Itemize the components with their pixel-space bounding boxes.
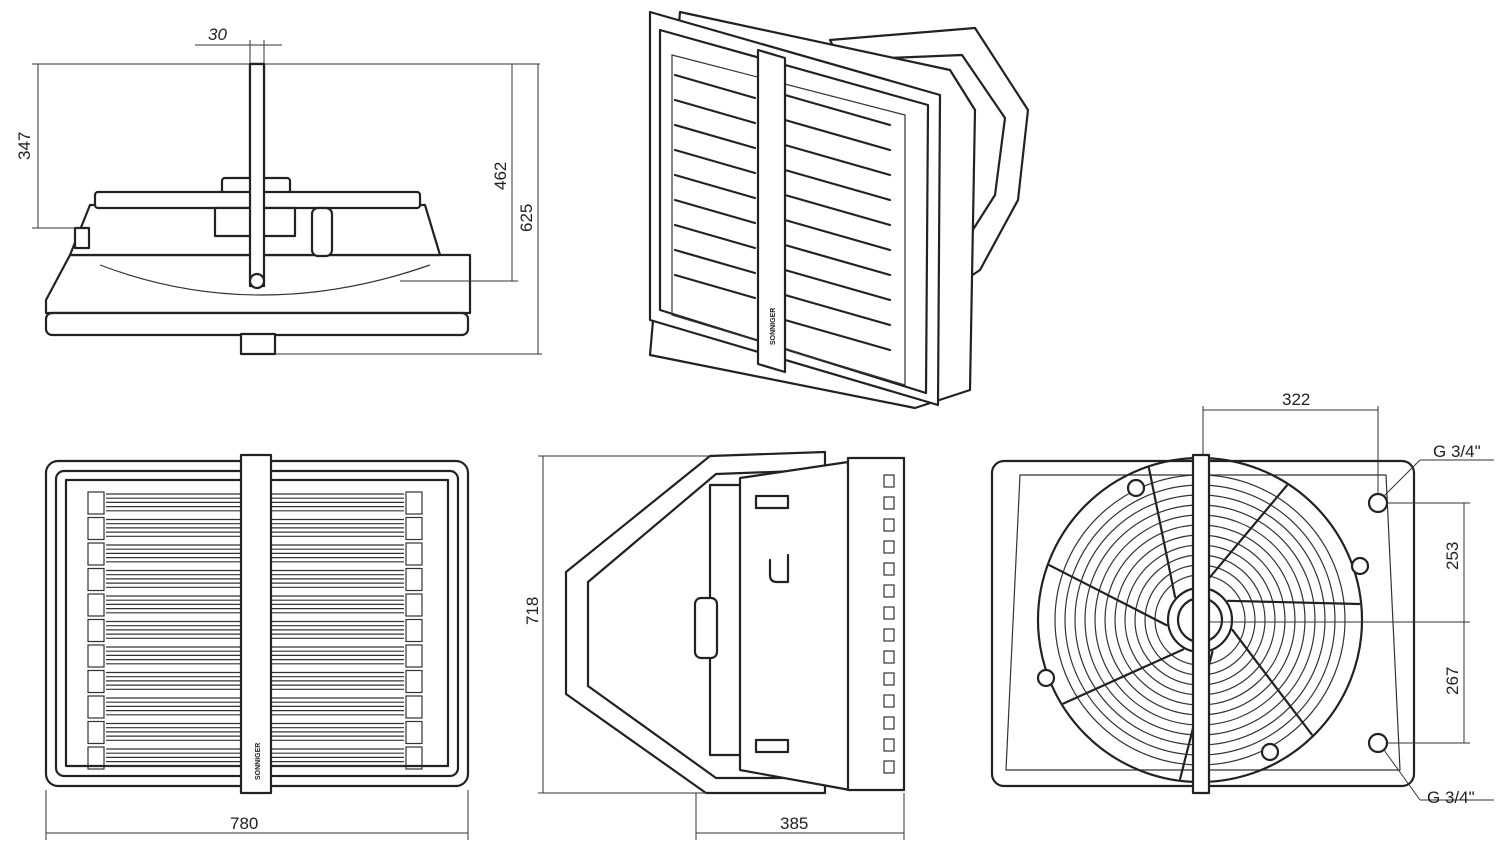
louvre-clip — [405, 644, 423, 668]
guard-spoke — [1201, 484, 1288, 588]
iso-louvres — [673, 73, 892, 352]
guard-spoke — [1226, 599, 1361, 606]
dim-pipe-offset: 30 — [208, 25, 227, 44]
louvre-clip — [405, 491, 423, 515]
grille-slot — [883, 738, 895, 752]
dim-front-width: 780 — [230, 814, 258, 833]
dim-back-spacing-upper: 253 — [1443, 542, 1462, 570]
label-connection-lower: G 3/4" — [1427, 788, 1475, 807]
front-center-bar — [239, 453, 273, 795]
top-view: 30 347 462 625 — [15, 25, 542, 356]
back-center-bar — [1191, 453, 1211, 795]
louvre-clip — [87, 542, 105, 566]
guard-spoke — [1231, 628, 1313, 736]
grille-slot — [883, 694, 895, 708]
dim-side-height: 718 — [523, 597, 542, 625]
grille-slot — [883, 606, 895, 620]
louvre-clip — [87, 567, 105, 592]
dim-back-spacing-lower: 267 — [1443, 667, 1462, 695]
grille-slot — [883, 518, 895, 532]
louvre-clip — [87, 516, 105, 541]
iso-brand-mark: SONNIGER — [770, 308, 777, 345]
louvre-clip — [87, 644, 105, 668]
louvre-clip — [405, 695, 423, 719]
grille-slot — [883, 716, 895, 730]
dim-top-height-total: 625 — [517, 204, 536, 232]
guard-spoke — [1147, 467, 1177, 599]
louvre-clip — [405, 516, 423, 541]
grille-slot — [883, 496, 895, 510]
louvre-clip — [87, 491, 105, 515]
louvre-clip — [87, 695, 105, 719]
connection-lower — [1367, 732, 1389, 754]
grille-slot — [883, 584, 895, 598]
iso-front-frame — [648, 10, 942, 407]
dim-side-depth: 385 — [780, 814, 808, 833]
dim-top-height-a: 347 — [15, 132, 34, 160]
back-view: 322 253 267 G 3/4" G 3/4" — [990, 390, 1494, 807]
grille-slot — [883, 628, 895, 642]
top-bottom-lug — [239, 332, 277, 356]
grille-slot — [883, 540, 895, 554]
louvre-clip — [87, 593, 105, 617]
grille-slot — [883, 562, 895, 576]
guard-spoke — [1048, 564, 1168, 627]
louvre-clip — [405, 542, 423, 566]
louvre-clip — [405, 746, 423, 770]
iso-center-bar — [756, 48, 787, 374]
dim-top-height-b: 462 — [491, 162, 510, 190]
grille-slot — [883, 650, 895, 664]
louvre-clip — [87, 618, 105, 643]
louvre-clip — [87, 669, 105, 694]
louvre-clip — [405, 618, 423, 643]
dim-back-offset: 322 — [1282, 390, 1310, 409]
louvre-clip — [405, 720, 423, 745]
louvre-clip — [87, 746, 105, 770]
guard-spoke — [1062, 648, 1185, 705]
side-grille-slots — [883, 474, 895, 774]
front-brand-mark: SONNIGER — [255, 743, 262, 780]
label-connection-upper: G 3/4" — [1433, 442, 1481, 461]
side-view: 718 385 — [523, 450, 906, 840]
isometric-view: SONNIGER — [648, 10, 1030, 410]
front-view: SONNIGER 780 — [44, 453, 470, 840]
grille-slot — [883, 672, 895, 686]
top-front-grille — [44, 311, 470, 337]
louvre-clip — [87, 720, 105, 745]
louvre-clip — [405, 567, 423, 592]
grille-slot — [883, 760, 895, 774]
side-front-grille — [846, 456, 906, 792]
grille-slot — [883, 474, 895, 488]
louvre-clip — [405, 593, 423, 617]
louvre-clip — [405, 669, 423, 694]
connection-upper — [1367, 492, 1389, 514]
